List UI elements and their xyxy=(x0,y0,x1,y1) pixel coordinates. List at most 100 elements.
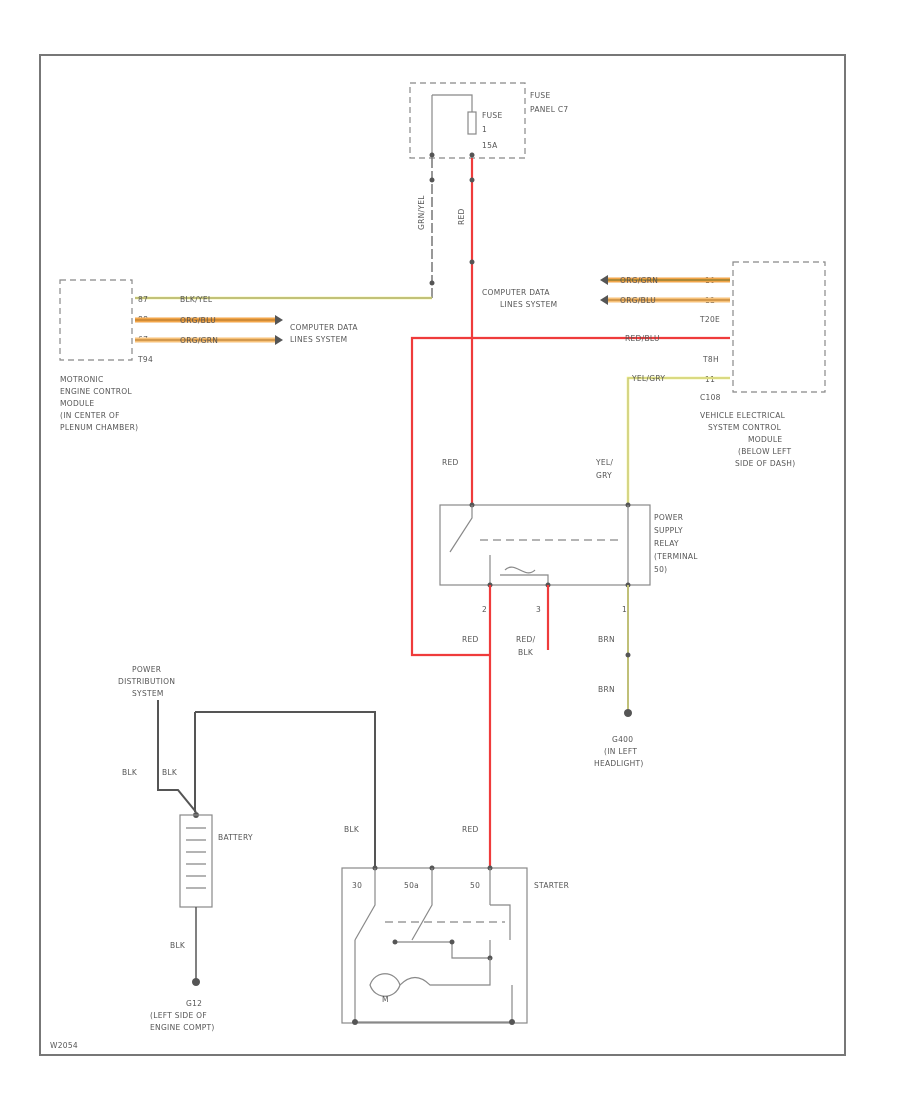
starter-node-1 xyxy=(392,939,398,945)
relay-out-2-label: RED xyxy=(462,635,479,644)
fuse-right-dot-1 xyxy=(469,177,475,183)
fuse-label-c: 15A xyxy=(482,141,498,150)
pds-name-2: DISTRIBUTION xyxy=(118,677,175,686)
vec-wire-red-code: RED/BLU xyxy=(625,334,660,343)
wire-label-fuse-right: RED xyxy=(457,208,466,225)
pds-name-3: SYSTEM xyxy=(132,689,164,698)
ecm-data-arrow-1 xyxy=(275,315,283,325)
starter-pin-50: 50 xyxy=(470,881,480,890)
ecm-connector: T94 xyxy=(137,355,153,364)
relay-name-2: SUPPLY xyxy=(654,526,683,535)
relay-label-left: RED xyxy=(442,458,459,467)
vec-box xyxy=(732,261,826,393)
vec-name-4: (BELOW LEFT xyxy=(738,447,792,456)
ground-g-1: G400 xyxy=(612,735,633,744)
fuse-term-right xyxy=(469,152,475,158)
wire-pds-to-starter xyxy=(195,711,376,868)
pds-wire-right-label: BLK xyxy=(162,768,178,777)
starter-switch-3 xyxy=(490,904,511,940)
vec-data-arrow-2 xyxy=(600,295,608,305)
relay-gnd-dot xyxy=(625,652,631,658)
starter-pin-50a: 50a xyxy=(404,881,419,890)
starter-gnd-right xyxy=(509,1019,515,1025)
vec-wire-yel-code: YEL/GRY xyxy=(631,374,665,383)
wire-vec-yel-edge xyxy=(627,377,730,505)
wire-label-fuse-left: GRN/YEL xyxy=(417,195,426,230)
relay-out-3-label-a: RED/ xyxy=(516,635,536,644)
starter: 30 50a 50 STARTER BLK RED M xyxy=(341,825,569,1025)
ecm-name-3: MODULE xyxy=(60,399,94,408)
relay-switch-arm xyxy=(449,505,473,553)
relay-name-1: POWER xyxy=(654,513,683,522)
relay-coil-link xyxy=(500,574,549,585)
vec-wire-mid-code: ORG/BLU xyxy=(620,296,656,305)
starter-switch-1 xyxy=(354,868,376,941)
vec-pin-yel: 11 xyxy=(705,375,715,384)
ecm-module: 87 88 67 T94 BLK/YEL MOTRONIC ENGINE CON… xyxy=(59,279,213,432)
ground-g-3: HEADLIGHT) xyxy=(594,759,644,768)
fuse-panel: FUSE 1 15A FUSE PANEL C7 xyxy=(409,82,569,159)
fuse-panel-title-2: PANEL C7 xyxy=(530,105,569,114)
relay-gnd-label-1: BRN xyxy=(598,635,615,644)
ground-g400 xyxy=(624,709,632,717)
ground-b-1: G12 xyxy=(186,999,202,1008)
battery-gnd-label: BLK xyxy=(170,941,186,950)
relay-box xyxy=(439,504,651,586)
starter-gnd-left xyxy=(352,1019,358,1025)
starter-wire-red: RED xyxy=(462,825,479,834)
relay-out-3-label-b: BLK xyxy=(518,648,534,657)
starter-bottom-bus xyxy=(355,985,513,1023)
pds-wire-left-label: BLK xyxy=(122,768,138,777)
power-supply-relay: RED YEL/ GRY 2 3 1 POWER SUPPLY RELAY (T… xyxy=(439,458,698,614)
battery: BATTERY xyxy=(179,814,253,908)
starter-pin-30: 30 xyxy=(352,881,362,890)
ecm-pin-top: 87 xyxy=(138,295,148,304)
starter-coil xyxy=(395,940,491,959)
battery-body xyxy=(179,814,213,908)
relay-pin-3: 3 xyxy=(536,605,541,614)
diagram-frame xyxy=(39,54,846,1056)
vec-conn-c: C108 xyxy=(700,393,721,402)
vec-wire-top-code: ORG/GRN xyxy=(620,276,658,285)
vec-name-3: MODULE xyxy=(748,435,782,444)
fuse-element xyxy=(467,111,477,135)
fuse-left-dot-2 xyxy=(429,280,435,286)
starter-motor-link xyxy=(399,958,491,986)
starter-motor xyxy=(369,973,401,997)
vec-data-arrow-1 xyxy=(600,275,608,285)
ecm-data-label-2: LINES SYSTEM xyxy=(290,335,347,344)
relay-label-right-b: GRY xyxy=(596,471,612,480)
fuse-term-left xyxy=(429,152,435,158)
vec-data-label-2: LINES SYSTEM xyxy=(500,300,557,309)
ecm-box xyxy=(59,279,133,361)
starter-switch-2 xyxy=(411,868,433,941)
relay-gnd-label-2: BRN xyxy=(598,685,615,694)
starter-motor-label: M xyxy=(382,995,389,1004)
ecm-wire-top-code: BLK/YEL xyxy=(180,295,213,304)
vec-conn-b: T8H xyxy=(702,355,719,364)
fuse-panel-title-1: FUSE xyxy=(530,91,551,100)
fuse-panel-box xyxy=(409,82,526,159)
pds-name-1: POWER xyxy=(132,665,161,674)
ecm-name-1: MOTRONIC xyxy=(60,375,104,384)
vec-name-2: SYSTEM CONTROL xyxy=(708,423,782,432)
ecm-data-label-1: COMPUTER DATA xyxy=(290,323,358,332)
ecm-wire-mid-code: ORG/BLU xyxy=(180,316,216,325)
vec-conn-a: T20E xyxy=(699,315,720,324)
ground-b-2: (LEFT SIDE OF xyxy=(150,1011,207,1020)
battery-label: BATTERY xyxy=(218,833,253,842)
ecm-data-arrow-2 xyxy=(275,335,283,345)
fuse-right-dot-2 xyxy=(469,259,475,265)
ecm-name-5: PLENUM CHAMBER) xyxy=(60,423,138,432)
vehicle-electrical-module: 10 12 T20E T8H 11 C108 VEHICLE ELECTRICA… xyxy=(699,261,826,468)
fuse-top-line xyxy=(432,94,473,112)
relay-name-5: 50) xyxy=(654,565,667,574)
ecm-name-4: (IN CENTER OF xyxy=(60,411,120,420)
starter-wire-blk: BLK xyxy=(344,825,360,834)
relay-label-right-a: YEL/ xyxy=(595,458,613,467)
ecm-wire-bot-code: ORG/GRN xyxy=(180,336,218,345)
relay-pin-2: 2 xyxy=(482,605,487,614)
wire-fuse-to-ecm-gray xyxy=(135,158,433,299)
wire-pds-left xyxy=(157,700,197,813)
